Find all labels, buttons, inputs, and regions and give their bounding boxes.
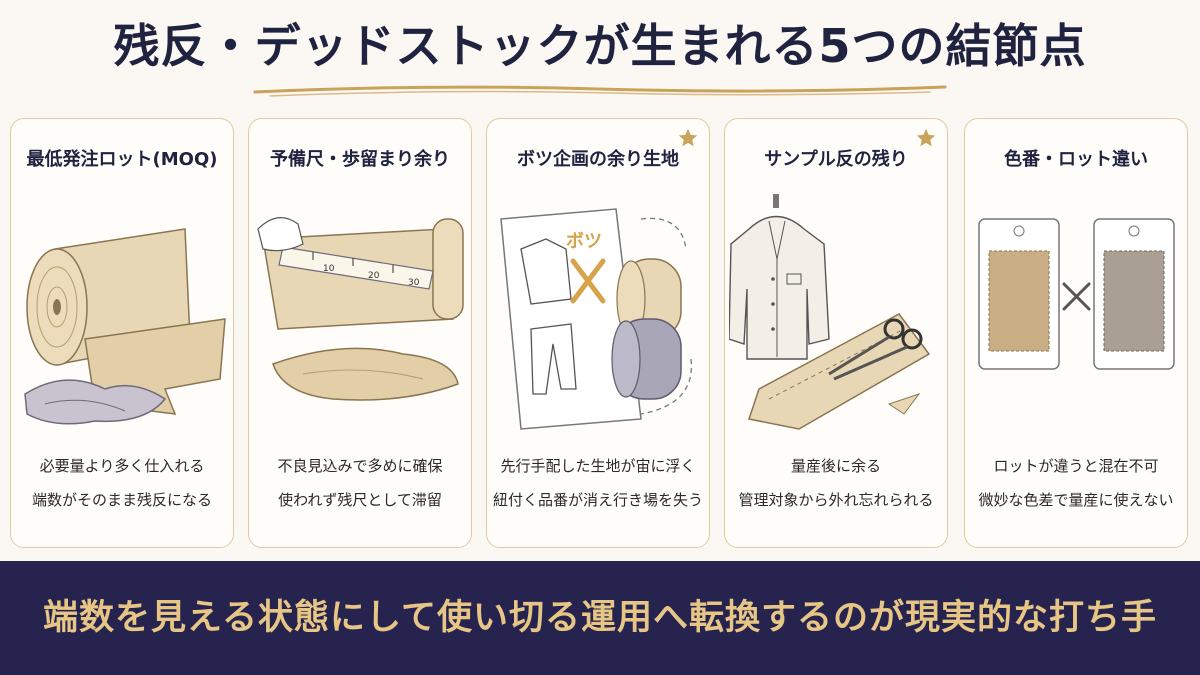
- star-icon: [678, 128, 698, 147]
- card-spare-yardage: 予備尺・歩留まり余り 10 20 30 不良見込みで多めに確保 使われず残尺とし…: [248, 118, 472, 548]
- card-description: 必要量より多く仕入れる 端数がそのまま残反になる: [11, 449, 233, 517]
- star-icon: [916, 128, 936, 147]
- tape-tick-label: 30: [408, 278, 420, 288]
- cancelled-design-icon: ボツ: [500, 208, 693, 430]
- card-desc-line: 微妙な色差で量産に使えない: [978, 491, 1174, 509]
- card-description: 量産後に余る 管理対象から外れ忘れられる: [725, 449, 947, 517]
- conclusion-banner: 端数を見える状態にして使い切る運用へ転換するのが現実的な打ち手: [0, 561, 1200, 675]
- card-title: 予備尺・歩留まり余り: [270, 149, 450, 170]
- tape-tick-label: 10: [323, 264, 335, 274]
- card-desc-line: 不良見込みで多めに確保: [277, 457, 443, 475]
- cards-row: 最低発注ロット(MOQ) 必要量より多く仕入れる 端数がそのまま残反になる 予備…: [10, 118, 1190, 550]
- card-desc-line: 使われず残尺として滞留: [278, 491, 442, 509]
- conclusion-text: 端数を見える状態にして使い切る運用へ転換するのが現実的な打ち手: [43, 598, 1157, 638]
- card-title: サンプル反の残り: [764, 149, 908, 170]
- card-cancelled-plan: ボツ企画の余り生地 ボツ 先行手配した生地が宙に浮く 紐付く品番が消え行き場を失…: [486, 118, 710, 548]
- card-description: ロットが違うと混在不可 微妙な色差で量産に使えない: [965, 449, 1187, 517]
- fabric-roll-icon: [24, 228, 226, 425]
- swatch-compare-icon: [978, 218, 1175, 370]
- card-title: 色番・ロット違い: [1004, 149, 1148, 170]
- card-moq: 最低発注ロット(MOQ) 必要量より多く仕入れる 端数がそのまま残反になる: [10, 118, 234, 548]
- card-desc-line: 管理対象から外れ忘れられる: [738, 491, 934, 509]
- card-title: ボツ企画の余り生地: [517, 149, 679, 170]
- title-underline: [253, 85, 947, 97]
- card-description: 不良見込みで多めに確保 使われず残尺として滞留: [249, 449, 471, 517]
- sample-jacket-icon: [729, 194, 931, 430]
- card-desc-line: 先行手配した生地が宙に浮く: [500, 457, 696, 475]
- card-desc-line: 量産後に余る: [790, 457, 881, 475]
- card-description: 先行手配した生地が宙に浮く 紐付く品番が消え行き場を失う: [487, 449, 709, 517]
- measuring-tape-icon: 10 20 30: [257, 217, 464, 401]
- card-title: 最低発注ロット(MOQ): [26, 149, 218, 170]
- card-desc-line: ロットが違うと混在不可: [993, 457, 1159, 475]
- page-title: 残反・デッドストックが生まれる5つの結節点: [113, 19, 1087, 73]
- card-desc-line: 紐付く品番が消え行き場を失う: [492, 491, 703, 509]
- card-sample-remnant: サンプル反の残り 量産後に余る 管理対象から外れ忘れられる: [724, 118, 948, 548]
- tape-tick-label: 20: [368, 271, 380, 281]
- card-desc-line: 端数がそのまま残反になる: [31, 491, 212, 509]
- card-color-lot-mismatch: 色番・ロット違い ロットが違うと混在不可 微妙な色差で量産に使えない: [964, 118, 1188, 548]
- card-desc-line: 必要量より多く仕入れる: [39, 457, 205, 475]
- stamp-label: ボツ: [566, 231, 602, 252]
